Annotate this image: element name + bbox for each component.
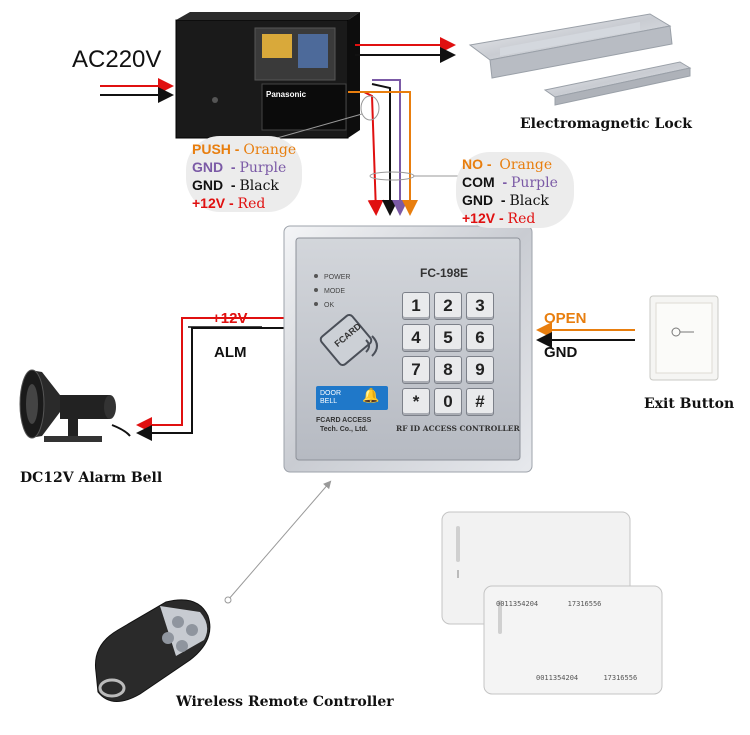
legend-row-plus12v: +12V - Red: [192, 195, 266, 212]
power-supply: [175, 12, 360, 139]
power-wire-legend-bubble: [186, 136, 302, 212]
lock-wire-legend: NO - Orange COM - Purple GND - Black +12…: [462, 156, 558, 228]
exit-open-label: OPEN: [544, 310, 587, 327]
controller-footer: RF ID ACCESS CONTROLLER: [396, 424, 520, 433]
electromagnetic-lock: [468, 13, 692, 106]
key-4[interactable]: 4: [402, 324, 430, 352]
controller-model: FC-198E: [420, 266, 469, 280]
card1-numbers: 0011354204 17316556: [496, 600, 602, 608]
key-5[interactable]: 5: [434, 324, 462, 352]
legend-row-gnd: GND - Black: [462, 192, 549, 209]
key-hash[interactable]: #: [466, 388, 494, 416]
legend-row-gnd-purple: GND - Purple: [192, 159, 287, 176]
controller-brand: FCARD ACCESS Tech. Co., Ltd.: [316, 417, 372, 433]
key-9[interactable]: 9: [466, 356, 494, 384]
key-2[interactable]: 2: [434, 292, 462, 320]
alarm-alm-label: ALM: [214, 344, 247, 361]
rfid-card-front: [483, 585, 663, 695]
card2-numbers: 0011354204 17316556: [536, 674, 638, 682]
indicator-ok: OK: [324, 302, 335, 309]
doorbell-button[interactable]: DOOR BELL: [320, 390, 341, 405]
battery-brand: Panasonic: [266, 90, 307, 99]
key-star[interactable]: *: [402, 388, 430, 416]
bell-icon: 🔔: [362, 388, 380, 404]
lock-wire-legend-bubble: [456, 152, 574, 228]
key-3[interactable]: 3: [466, 292, 494, 320]
alarm-plus-label: +12V: [212, 310, 248, 327]
key-7[interactable]: 7: [402, 356, 430, 384]
alarm-caption: DC12V Alarm Bell: [20, 470, 163, 486]
indicator-power: POWER: [324, 274, 351, 281]
controller-indicators: POWER MODE OK: [324, 271, 350, 313]
key-8[interactable]: 8: [434, 356, 462, 384]
wire-black-down: [371, 83, 398, 216]
exit-caption: Exit Button: [644, 396, 735, 412]
indicator-mode: MODE: [324, 288, 345, 295]
key-1[interactable]: 1: [402, 292, 430, 320]
alarm-bell: [19, 369, 131, 442]
key-0[interactable]: 0: [434, 388, 462, 416]
ac-input-label: AC220V: [72, 46, 162, 73]
power-wire-legend: PUSH - Orange GND - Purple GND - Black +…: [192, 141, 296, 213]
exit-button-device: [649, 295, 719, 381]
remote-caption: Wireless Remote Controller: [176, 694, 394, 710]
exit-gnd-label: GND: [544, 344, 578, 361]
lock-caption: Electromagnetic Lock: [520, 116, 692, 132]
wire-orange-down: [348, 91, 418, 216]
legend-row-gnd-black: GND - Black: [192, 177, 279, 194]
remote-signal-line: [227, 480, 332, 601]
wire-purple-down: [372, 79, 408, 216]
alarm-plus-wire: [136, 317, 285, 433]
legend-row-com: COM - Purple: [462, 174, 558, 191]
alarm-minus-wire: [136, 327, 285, 441]
key-6[interactable]: 6: [466, 324, 494, 352]
legend-row-plus12v-lock: +12V - Red: [462, 210, 536, 227]
remote-controller: [94, 599, 211, 702]
wire-red-down: [363, 91, 384, 216]
legend-row-push: PUSH - Orange: [192, 141, 297, 158]
legend-row-no: NO - Orange: [462, 156, 553, 173]
